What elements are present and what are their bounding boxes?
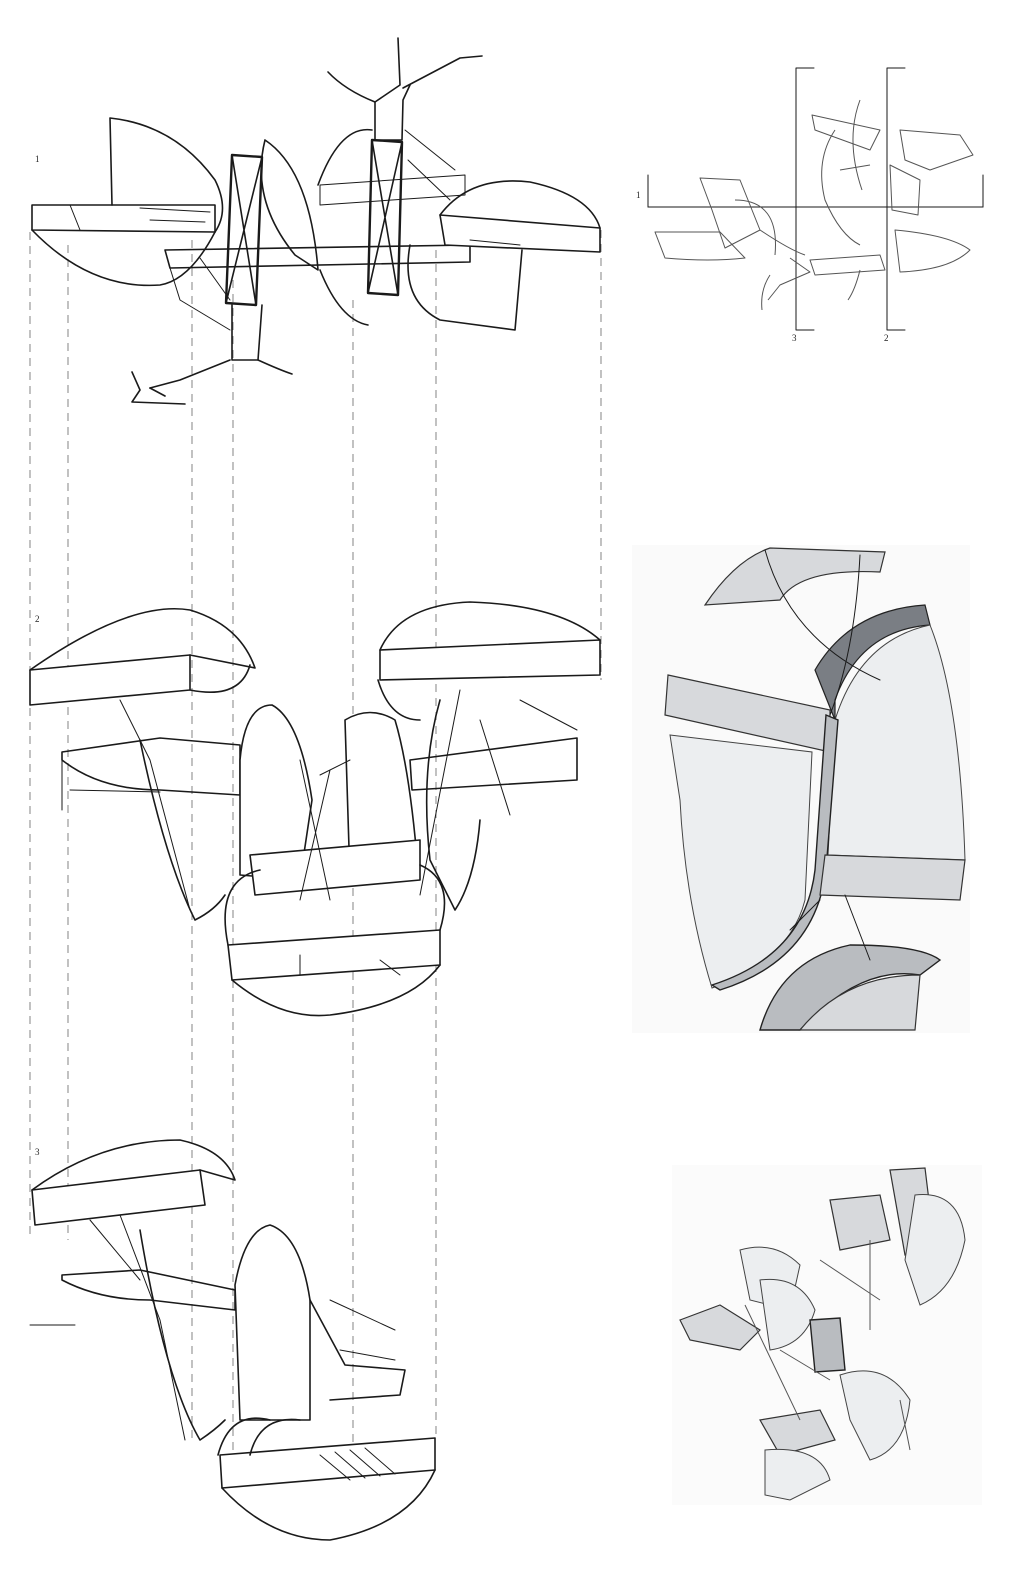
elevation-2-drawing: 2 (29, 601, 601, 1017)
section-line-3-label: 3 (792, 333, 797, 343)
elevation-1-drawing: 1 (31, 37, 601, 405)
section-line-2-label: 2 (884, 333, 889, 343)
section-line-1-label: 1 (636, 190, 641, 200)
plan-key-drawing: 1 3 2 (636, 67, 984, 343)
render-closeup (632, 545, 970, 1033)
render-assemblage (672, 1165, 982, 1505)
elevation-3-label: 3 (35, 1147, 40, 1157)
elevation-1-label: 1 (35, 154, 40, 164)
projection-lines (29, 230, 602, 1450)
elevation-3-drawing: 3 (29, 1139, 436, 1541)
elevation-2-label: 2 (35, 614, 40, 624)
